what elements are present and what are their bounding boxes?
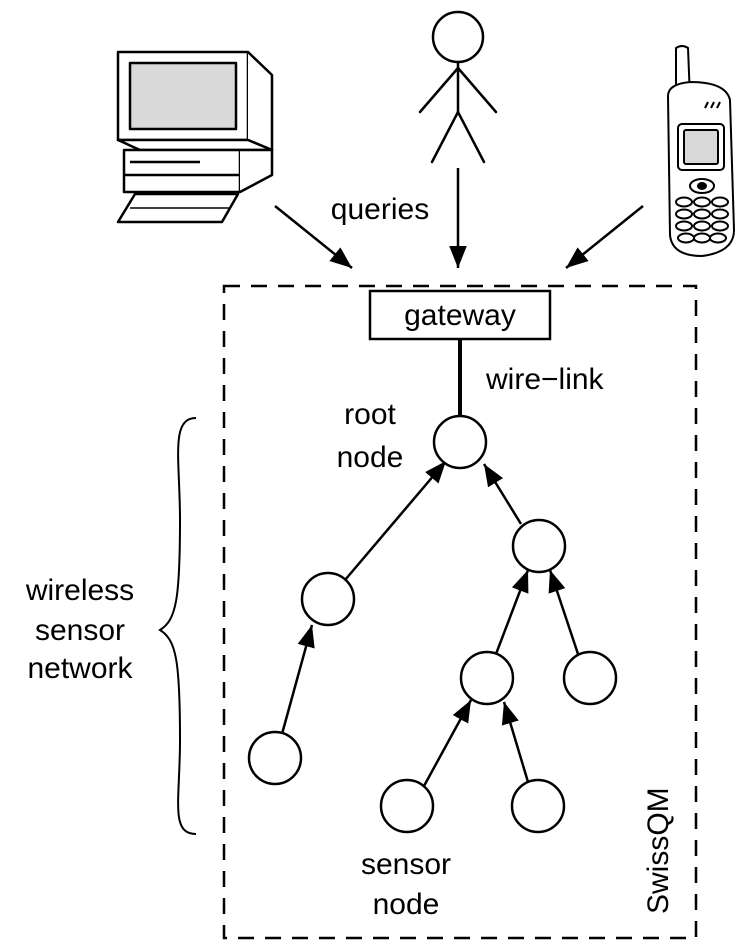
edge-n4-n2 [494, 569, 530, 655]
root-node-label-line1: root [344, 398, 396, 431]
edge-n5-n2 [548, 569, 580, 655]
stick-figure-user-icon [418, 10, 498, 164]
wsn-label-line3: network [27, 652, 133, 685]
sensor-node [247, 730, 303, 786]
sensor-node-label-line2: node [373, 888, 440, 921]
tree-nodes [247, 414, 618, 834]
wsn-brace [158, 417, 197, 835]
mobile-phone-icon [666, 45, 736, 258]
tree-edges [280, 460, 580, 787]
sensor-node [379, 778, 435, 834]
wire-link-label: wire−link [485, 363, 605, 396]
sensor-node [562, 650, 618, 706]
query-arrows [274, 168, 644, 269]
sensor-node [459, 650, 515, 706]
root-node [432, 414, 488, 470]
sensor-node [511, 518, 567, 574]
edge-n1-root [344, 460, 447, 581]
edge-n2-root [482, 463, 523, 525]
sensor-node-label-line1: sensor [361, 848, 451, 881]
desktop-computer-icon [116, 50, 274, 224]
sensor-node [510, 778, 566, 834]
wsn-label-line2: sensor [35, 614, 125, 647]
gateway-label: gateway [404, 299, 516, 332]
wsn-label-line1: wireless [25, 574, 134, 607]
sensor-node [300, 571, 356, 627]
swissqm-label: SwissQM [642, 787, 675, 914]
swissqm-boundary [222, 284, 698, 940]
root-node-label-line2: node [337, 441, 404, 474]
edge-n7-n4 [501, 701, 530, 783]
query-arrow-phone [565, 205, 644, 269]
queries-label: queries [331, 193, 429, 226]
edge-n6-n4 [422, 699, 473, 787]
edge-n3-n1 [280, 624, 315, 735]
query-arrow-desktop [274, 205, 353, 269]
